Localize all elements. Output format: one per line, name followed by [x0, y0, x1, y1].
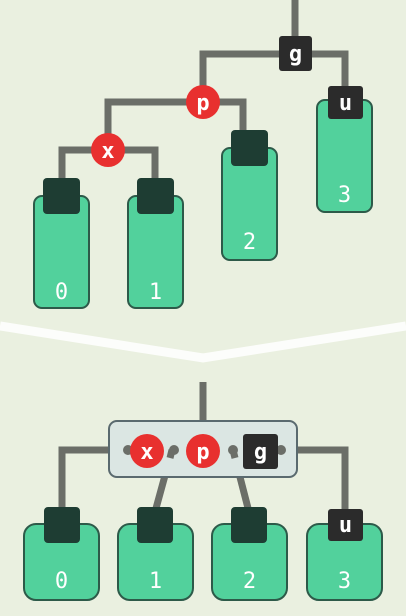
- node-label-x: x: [101, 139, 114, 164]
- after-node-g: g: [243, 434, 278, 469]
- subtree-label-2: 2: [243, 230, 256, 255]
- after-node-u: u: [328, 509, 363, 541]
- after-subtree-1: 1: [117, 507, 194, 601]
- subtree-label-1: 1: [149, 569, 162, 594]
- after-subtree-2: 2: [211, 507, 288, 601]
- subtree-label-0: 0: [55, 569, 68, 594]
- edge-g-to-u: [307, 50, 349, 88]
- edge-x-to-subtree-0: [58, 146, 95, 184]
- node-label-g: g: [254, 440, 267, 465]
- before-subtree-3: 3: [316, 99, 373, 213]
- before-subtree-1: 1: [127, 178, 184, 309]
- edge-p-to-subtree-2: [216, 98, 247, 138]
- node-label-p: p: [196, 440, 209, 465]
- subtree-label-3: 3: [338, 183, 351, 208]
- before-subtree-0: 0: [33, 178, 90, 309]
- before-subtree-2: 2: [221, 130, 278, 261]
- subtree-label-1: 1: [149, 280, 162, 305]
- node-label-u: u: [339, 91, 352, 116]
- divider-chevron: [0, 321, 406, 363]
- before-node-g: g: [279, 36, 312, 71]
- before-node-p: p: [186, 85, 220, 119]
- before-tree: [58, 0, 349, 184]
- before-node-x: x: [91, 133, 125, 167]
- subtree-label-0: 0: [55, 280, 68, 305]
- node-label-x: x: [140, 440, 153, 465]
- after-subtree-0: 0: [23, 507, 100, 601]
- edge-x-to-subtree-1: [121, 146, 159, 184]
- after-node-x: x: [130, 434, 164, 468]
- edge-g-to-p: [199, 50, 283, 92]
- edge-x-to-subtree-0: [58, 446, 128, 512]
- node-label-g: g: [289, 42, 302, 67]
- edge-p-to-x: [104, 98, 190, 140]
- after-node-p: p: [186, 434, 220, 468]
- after-subtree-3: 3: [306, 523, 383, 601]
- subtree-label-2: 2: [243, 569, 256, 594]
- edge-g-to-u: [280, 446, 349, 512]
- subtree-label-3: 3: [338, 569, 351, 594]
- before-node-u: u: [328, 86, 363, 119]
- node-label-p: p: [196, 91, 209, 116]
- node-label-u: u: [339, 513, 352, 538]
